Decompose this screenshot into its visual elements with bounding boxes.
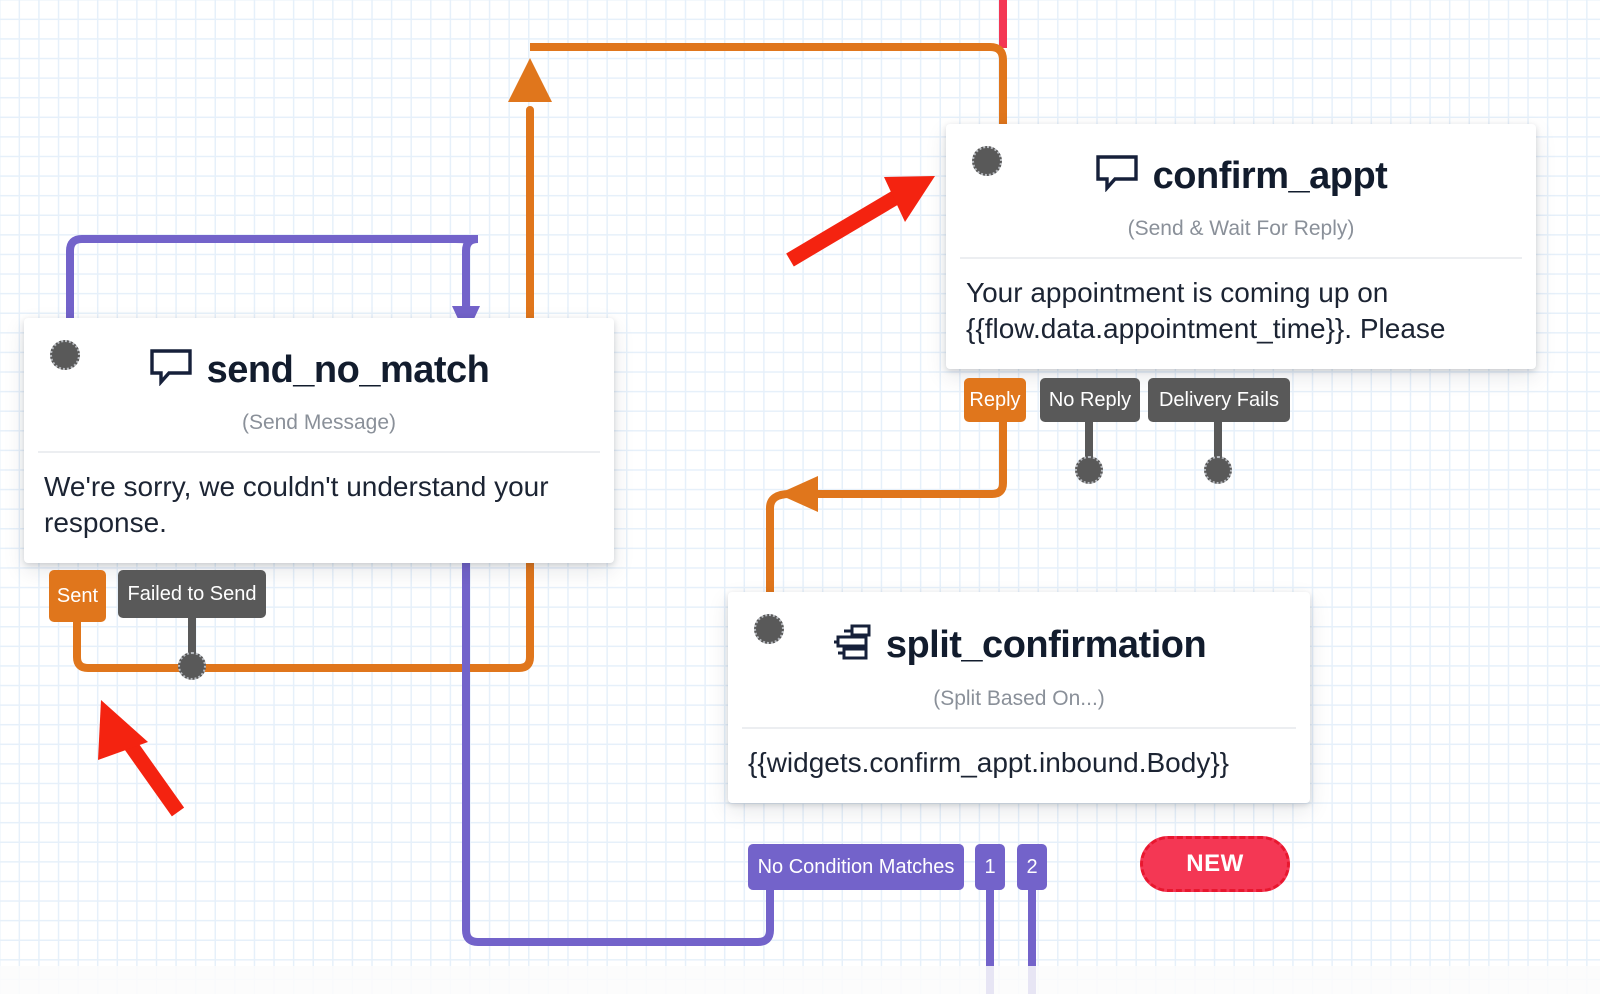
red-arrow-to-confirm-appt [786,176,935,267]
node-header: confirm_appt [946,124,1536,201]
wire-reply-to-split [786,418,1007,498]
node-split-confirmation[interactable]: split_confirmation (Split Based On...) {… [728,592,1310,803]
end-dot-delivery-fails[interactable] [1204,456,1232,484]
end-dot-failed-to-send[interactable] [178,652,206,680]
node-divider [38,451,600,453]
node-handle-dot[interactable] [972,146,1002,176]
node-title: split_confirmation [885,623,1207,666]
node-body-text: We're sorry, we couldn't understand your… [44,470,549,538]
wire-arrowhead-orange-left [778,476,818,512]
node-title: send_no_match [206,348,490,391]
output-pill-1[interactable]: 1 [975,844,1005,890]
canvas-bottom-strip [0,966,1600,994]
node-header: split_confirmation [728,592,1310,671]
node-body-text: {{widgets.confirm_appt.inbound.Body}} [748,746,1230,778]
wire-purple-top-run [66,235,470,334]
new-badge-label: NEW [1186,850,1244,877]
chat-bubble-icon [149,348,193,391]
node-divider [742,727,1296,729]
end-dot-no-reply[interactable] [1075,456,1103,484]
output-pill-label: Reply [969,388,1021,411]
output-pill-delivery-fails[interactable]: Delivery Fails [1148,378,1290,422]
output-pill-no-condition-matches[interactable]: No Condition Matches [748,844,964,890]
output-pill-label: 2 [1026,855,1038,878]
split-icon [832,622,872,667]
output-pill-label: No Reply [1048,388,1132,411]
chat-bubble-icon [1095,154,1139,197]
wire-sent-top-run [530,43,1007,133]
output-pill-label: 1 [984,855,996,878]
node-subtitle: (Split Based On...) [933,687,1105,710]
output-pill-label: No Condition Matches [757,855,955,878]
wire-arrowhead-orange-up [508,58,552,102]
output-pill-2[interactable]: 2 [1017,844,1047,890]
node-send-no-match[interactable]: send_no_match (Send Message) We're sorry… [24,318,614,564]
node-subtitle: (Send & Wait For Reply) [1127,217,1355,240]
node-divider [960,257,1522,259]
node-body-text: Your appointment is coming up on {{flow.… [966,276,1446,344]
output-pill-failed-to-send[interactable]: Failed to Send [118,570,266,618]
output-pill-label: Delivery Fails [1158,388,1280,411]
output-pill-no-reply[interactable]: No Reply [1040,378,1140,422]
node-subtitle: (Send Message) [241,411,397,434]
new-badge[interactable]: NEW [1140,836,1290,892]
node-confirm-appt[interactable]: confirm_appt (Send & Wait For Reply) You… [946,124,1536,370]
wire-split-inlet [766,490,794,604]
node-title: confirm_appt [1152,154,1388,197]
node-header: send_no_match [24,318,614,395]
output-pill-reply[interactable]: Reply [964,378,1026,422]
output-pill-sent[interactable]: Sent [49,570,106,622]
output-pill-label: Sent [56,584,99,607]
node-handle-dot[interactable] [754,614,784,644]
node-handle-dot[interactable] [50,340,80,370]
output-pill-label: Failed to Send [127,582,257,605]
red-arrow-to-send-no-match-output [98,700,185,817]
